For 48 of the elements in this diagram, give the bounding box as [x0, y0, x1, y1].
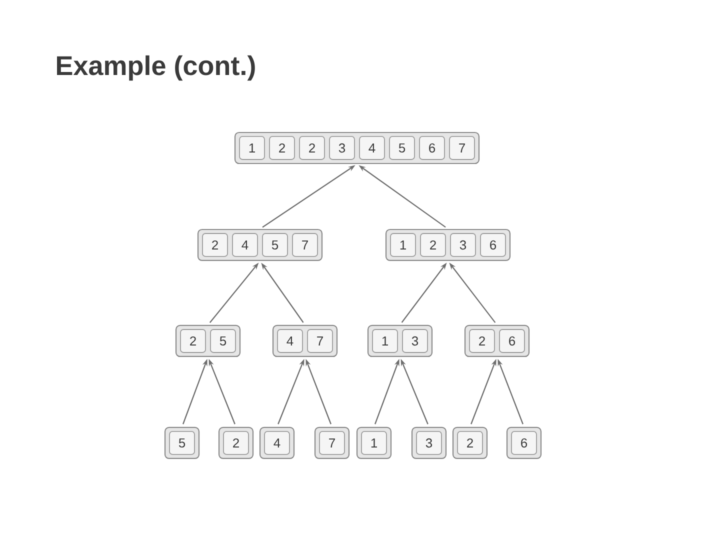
array-cell: 5: [389, 136, 415, 160]
array-box: [259, 426, 295, 460]
array-cell: 1: [390, 233, 416, 257]
array-cell: 4: [232, 233, 258, 257]
array-cell: 4: [264, 431, 290, 455]
array-cell: 5: [169, 431, 195, 455]
array-box: [452, 426, 488, 460]
array-box: [197, 228, 323, 262]
array-cell: 2: [180, 329, 206, 353]
array-box: [164, 426, 200, 460]
array-cell: 2: [420, 233, 446, 257]
array-cell: 2: [469, 329, 495, 353]
array-cell: 6: [480, 233, 506, 257]
array-cell: 3: [416, 431, 442, 455]
array-cell: 2: [202, 233, 228, 257]
array-cell: 2: [299, 136, 325, 160]
array-cell: 5: [210, 329, 236, 353]
array-cell: 3: [402, 329, 428, 353]
array-box: [411, 426, 447, 460]
array-cell: 4: [359, 136, 385, 160]
array-cell: 2: [223, 431, 249, 455]
array-box: [385, 228, 511, 262]
array-cell: 7: [292, 233, 318, 257]
array-cell: 2: [269, 136, 295, 160]
array-cell: 6: [511, 431, 537, 455]
array-box: [367, 324, 433, 358]
array-box: [272, 324, 338, 358]
array-box: [506, 426, 542, 460]
array-box: [464, 324, 530, 358]
array-cell: 6: [499, 329, 525, 353]
array-box: [356, 426, 392, 460]
array-cell: 3: [329, 136, 355, 160]
title: Example (cont.): [57, 55, 255, 81]
array-cell: 4: [277, 329, 303, 353]
array-box: [175, 324, 241, 358]
array-cell: 5: [262, 233, 288, 257]
array-cell: 1: [361, 431, 387, 455]
array-cell: 6: [419, 136, 445, 160]
array-cell: 7: [319, 431, 345, 455]
array-cell: 7: [307, 329, 333, 353]
array-cell: 1: [372, 329, 398, 353]
array-cell: 7: [449, 136, 475, 160]
array-cell: 2: [457, 431, 483, 455]
array-box: [234, 132, 480, 164]
array-box: [314, 426, 350, 460]
array-box: [218, 426, 254, 460]
array-cell: 1: [239, 136, 265, 160]
array-cell: 3: [450, 233, 476, 257]
